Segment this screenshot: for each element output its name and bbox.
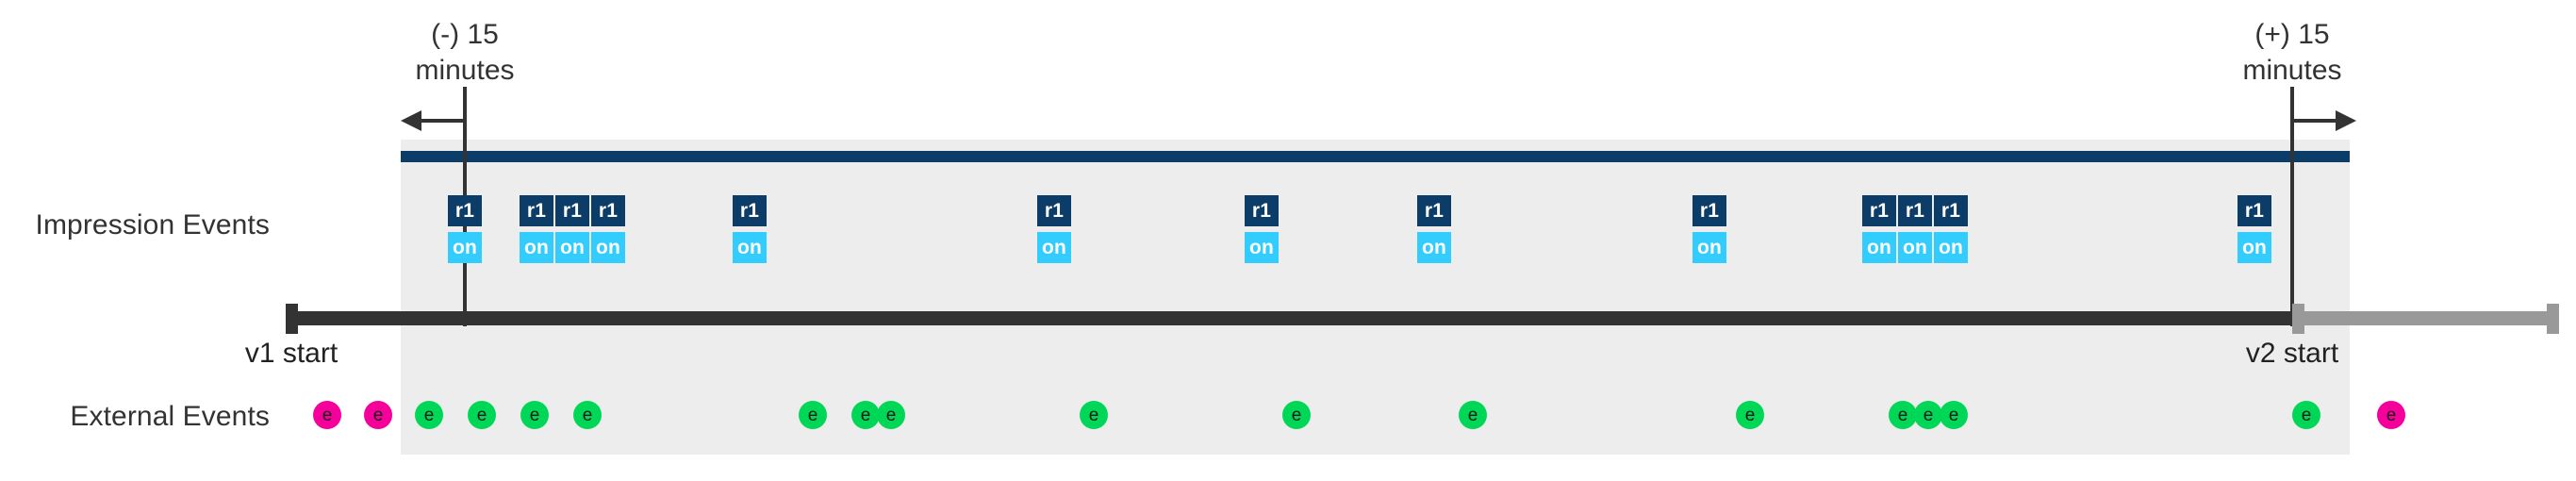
impression-chip-on: on <box>555 232 589 263</box>
version-bar <box>401 151 2350 162</box>
timeline-rail-v2-line <box>2292 311 2559 325</box>
external-event-dot-in-window: e <box>1889 401 1917 429</box>
impression-chip-r1: r1 <box>520 195 553 226</box>
external-event-dot-in-window: e <box>851 401 880 429</box>
impression-chip-on: on <box>1862 232 1896 263</box>
impression-chip-on: on <box>1934 232 1968 263</box>
annotation-lead-line2: minutes <box>415 55 515 86</box>
annotation-lag-line2: minutes <box>2242 55 2342 86</box>
external-event-dot-out-of-window: e <box>313 401 341 429</box>
timeline-rail-v1-start-cap <box>286 304 298 334</box>
external-event-dot-in-window: e <box>877 401 905 429</box>
impression-chip-r1: r1 <box>1037 195 1071 226</box>
annotation-lag-line1: (+) 15 <box>2254 19 2330 50</box>
annotation-lag-caption: (+) 15 minutes <box>2170 17 2415 89</box>
external-event-dot-out-of-window: e <box>2377 401 2405 429</box>
annotation-lag-arrow-icon <box>2290 87 2356 131</box>
marker-label-v2: v2 start <box>2245 338 2339 369</box>
timeline-rail-v2-start-cap <box>2292 304 2304 334</box>
impression-chip-on: on <box>1037 232 1071 263</box>
external-event-dot-in-window: e <box>1080 401 1108 429</box>
external-event-dot-in-window: e <box>468 401 496 429</box>
impression-chip-on: on <box>1693 232 1726 263</box>
impression-chip-on: on <box>1417 232 1451 263</box>
impression-chip-on: on <box>733 232 767 263</box>
impression-chip-r1: r1 <box>733 195 767 226</box>
external-event-dot-in-window: e <box>1736 401 1764 429</box>
row-label-external-events: External Events <box>70 401 270 432</box>
external-event-dot-in-window: e <box>799 401 827 429</box>
impression-chip-r1: r1 <box>555 195 589 226</box>
impression-chip-on: on <box>448 232 482 263</box>
impression-chip-r1: r1 <box>591 195 625 226</box>
external-event-dot-in-window: e <box>1282 401 1311 429</box>
impression-chip-r1: r1 <box>1862 195 1896 226</box>
external-event-dot-in-window: e <box>1914 401 1942 429</box>
impression-chip-r1: r1 <box>1934 195 1968 226</box>
external-event-dot-in-window: e <box>1940 401 1968 429</box>
row-label-impression-events: Impression Events <box>35 209 270 240</box>
external-event-dot-in-window: e <box>415 401 443 429</box>
marker-label-v1: v1 start <box>244 338 339 369</box>
annotation-lead-line1: (-) 15 <box>431 19 499 50</box>
impression-chip-r1: r1 <box>1898 195 1932 226</box>
timeline-rail-v1-line <box>286 311 2292 325</box>
impression-chip-r1: r1 <box>1417 195 1451 226</box>
external-event-dot-in-window: e <box>520 401 549 429</box>
annotation-lead-caption: (-) 15 minutes <box>342 17 587 89</box>
external-event-dot-out-of-window: e <box>364 401 392 429</box>
external-event-dot-in-window: e <box>573 401 602 429</box>
annotation-lead-arrow-icon <box>401 87 467 131</box>
attribution-window-band <box>401 140 2350 455</box>
guide-line-lag <box>2290 121 2294 326</box>
impression-chip-r1: r1 <box>1693 195 1726 226</box>
impression-chip-on: on <box>591 232 625 263</box>
timeline-rail-v2-end-cap <box>2547 304 2559 334</box>
impression-chip-r1: r1 <box>2237 195 2271 226</box>
external-event-dot-in-window: e <box>2292 401 2320 429</box>
external-event-dot-in-window: e <box>1459 401 1487 429</box>
impression-chip-on: on <box>2237 232 2271 263</box>
impression-chip-r1: r1 <box>448 195 482 226</box>
impression-chip-on: on <box>1898 232 1932 263</box>
impression-chip-on: on <box>1245 232 1279 263</box>
impression-chip-on: on <box>520 232 553 263</box>
impression-chip-r1: r1 <box>1245 195 1279 226</box>
